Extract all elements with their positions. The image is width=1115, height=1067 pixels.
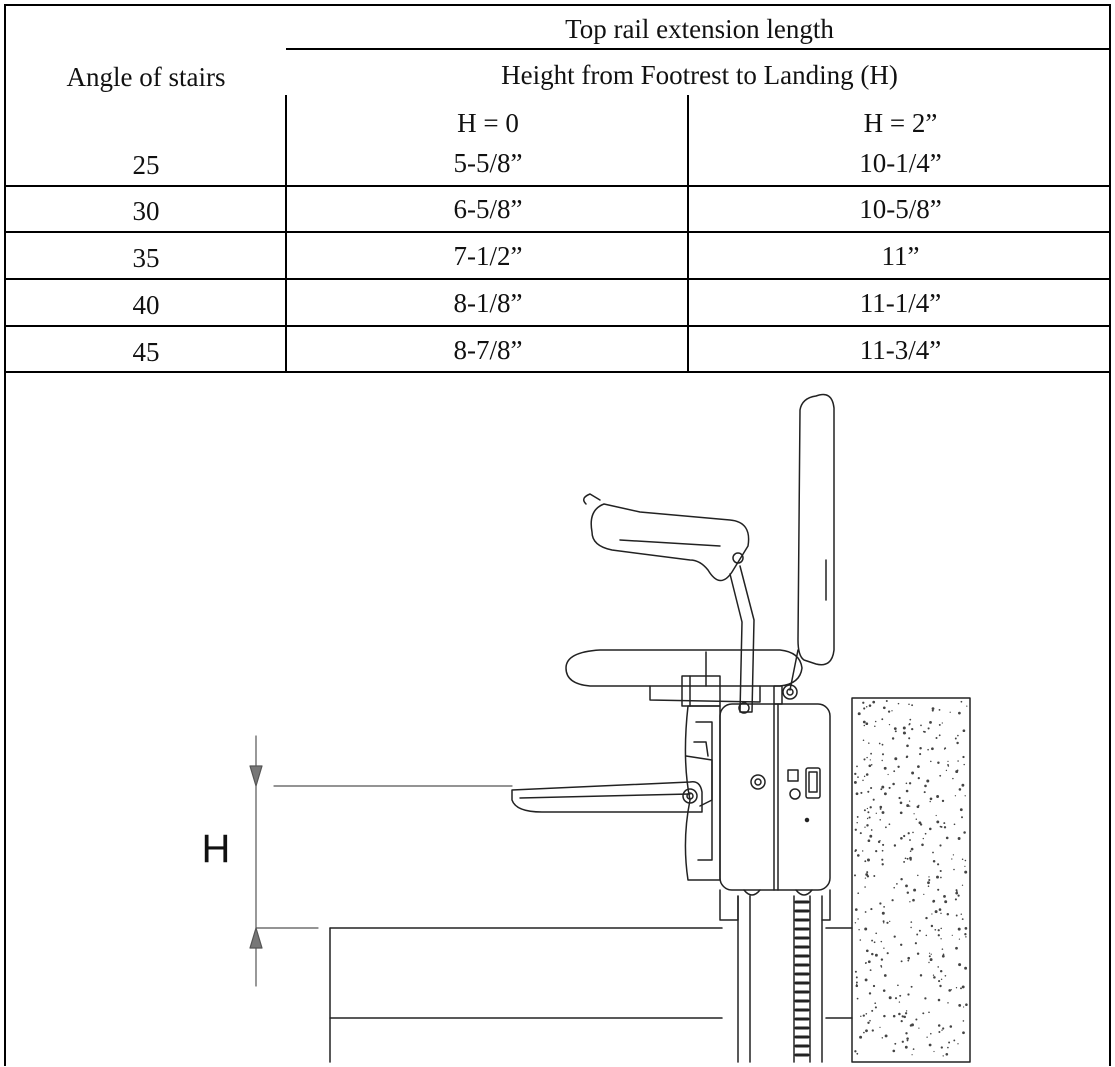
table-row-35-h0: 7-1/2” <box>453 241 523 271</box>
table-row-25-h0: 5-5/8” <box>453 148 523 178</box>
sub-header-height: Height from Footrest to Landing (H) <box>501 60 898 90</box>
page-frame <box>4 4 1111 1066</box>
table-row-45-h0: 8-7/8” <box>453 335 523 365</box>
table-row-30-h2: 10-5/8” <box>859 194 942 224</box>
backrest <box>789 393 835 691</box>
table-row-30-angle: 30 <box>132 196 160 226</box>
table-row-25-h2: 10-1/4” <box>859 148 942 178</box>
table-row-40-h2: 11-1/4” <box>859 288 942 318</box>
table-row-35-angle: 35 <box>132 243 160 273</box>
dimension-h <box>249 735 513 987</box>
table-row-35-h2: 11” <box>881 241 920 271</box>
dimension-h-label: H <box>202 827 231 871</box>
row-header-angle: Angle of stairs <box>66 62 226 92</box>
column-header-h2: H = 2” <box>863 108 938 138</box>
table-row-30-h0: 6-5/8” <box>453 194 523 224</box>
table-title: Top rail extension length <box>565 14 834 44</box>
wall-block <box>851 697 971 1063</box>
seat-column <box>681 675 721 881</box>
landing-block <box>329 927 853 1063</box>
table-row-25-angle: 25 <box>132 150 160 180</box>
carriage <box>719 685 831 921</box>
table-row-40-h0: 8-1/8” <box>453 288 523 318</box>
column-header-h0: H = 0 <box>457 108 519 138</box>
table-row-45-angle: 45 <box>132 337 160 367</box>
table-row-45-h2: 11-3/4” <box>859 335 942 365</box>
rail <box>737 895 823 1063</box>
table-row-40-angle: 40 <box>132 290 160 320</box>
seat <box>565 649 803 714</box>
footrest <box>511 741 713 813</box>
armrest <box>583 493 755 713</box>
